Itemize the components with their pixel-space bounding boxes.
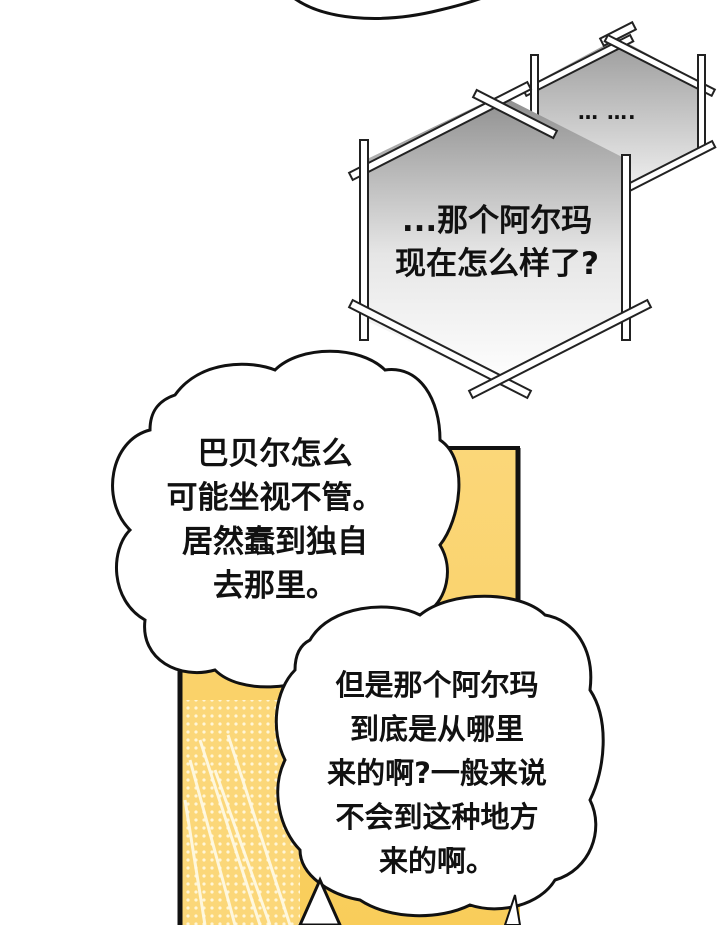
text-line: 来的啊?一般来说 xyxy=(327,756,547,790)
hexagon-front-text: ...那个阿尔玛 现在怎么样了? xyxy=(362,200,632,286)
text-line: 现在怎么样了? xyxy=(395,246,599,282)
hexagon-bubble-back xyxy=(521,20,717,204)
cloud-bubble-bottom-tail xyxy=(298,876,342,925)
text-line: 居然蠢到独自 xyxy=(182,524,368,560)
hexagon-back-text: … …. xyxy=(578,100,637,125)
text-line: 到底是从哪里 xyxy=(349,712,524,746)
text-line: … …. xyxy=(578,100,637,124)
text-line: 去那里。 xyxy=(213,568,337,604)
text-line: 巴贝尔怎么 xyxy=(197,436,353,472)
text-line: 不会到这种地方 xyxy=(335,800,539,834)
text-line: 来的啊。 xyxy=(378,844,495,878)
hexagon-bubble-front xyxy=(347,80,653,400)
cloud-bubble-bottom xyxy=(274,594,605,918)
text-line: 可能坐视不管。 xyxy=(166,480,384,516)
text-line: 但是那个阿尔玛 xyxy=(335,668,539,702)
text-line: ...那个阿尔玛 xyxy=(401,203,593,239)
cloud-bottom-text: 但是那个阿尔玛 到底是从哪里 来的啊?一般来说 不会到这种地方 来的啊。 xyxy=(292,663,582,883)
cloud-top-text: 巴贝尔怎么 可能坐视不管。 居然蠢到独自 去那里。 xyxy=(150,432,400,608)
partial-bubble-outline xyxy=(294,0,481,20)
